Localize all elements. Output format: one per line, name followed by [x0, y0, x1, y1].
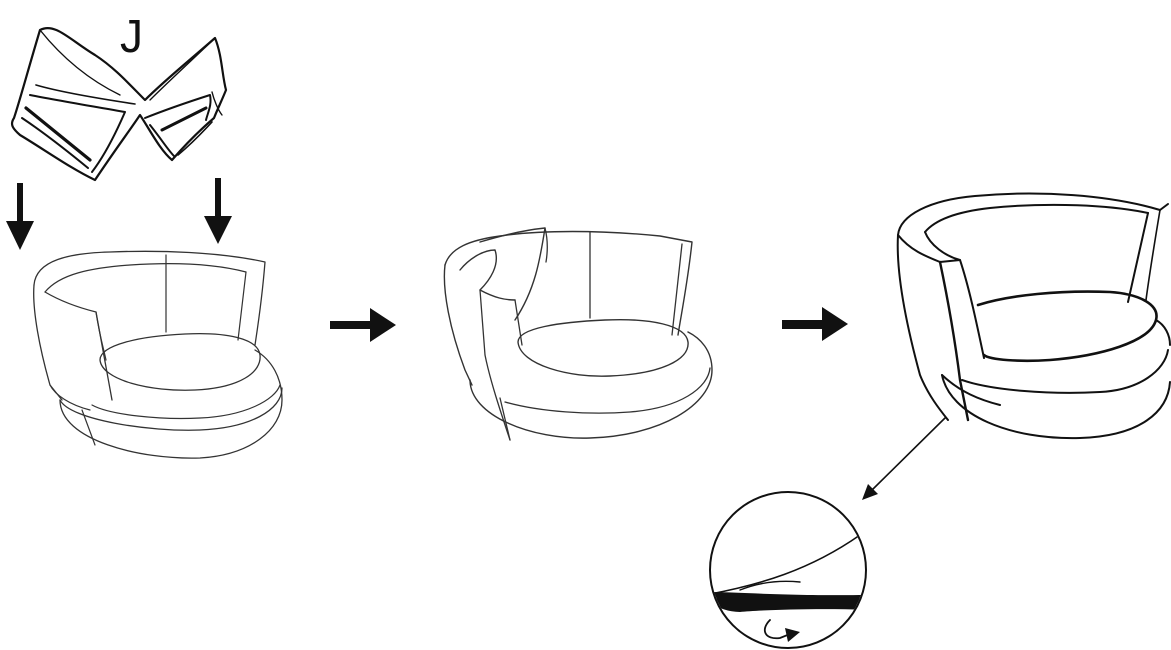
- chair-step-1: [34, 251, 282, 458]
- arrow-down-icon: [6, 183, 34, 250]
- curved-arrow-icon: [765, 620, 800, 642]
- slipcover-illustration: [12, 28, 226, 180]
- arrow-right-icon: [330, 308, 396, 342]
- part-label: J: [120, 10, 143, 62]
- leader-arrow-icon: [862, 418, 945, 500]
- chair-step-3: [898, 194, 1170, 439]
- arrow-right-icon: [782, 307, 848, 341]
- chair-step-2: [444, 228, 712, 440]
- arrow-down-icon: [204, 178, 232, 244]
- tuck-detail: [705, 492, 870, 648]
